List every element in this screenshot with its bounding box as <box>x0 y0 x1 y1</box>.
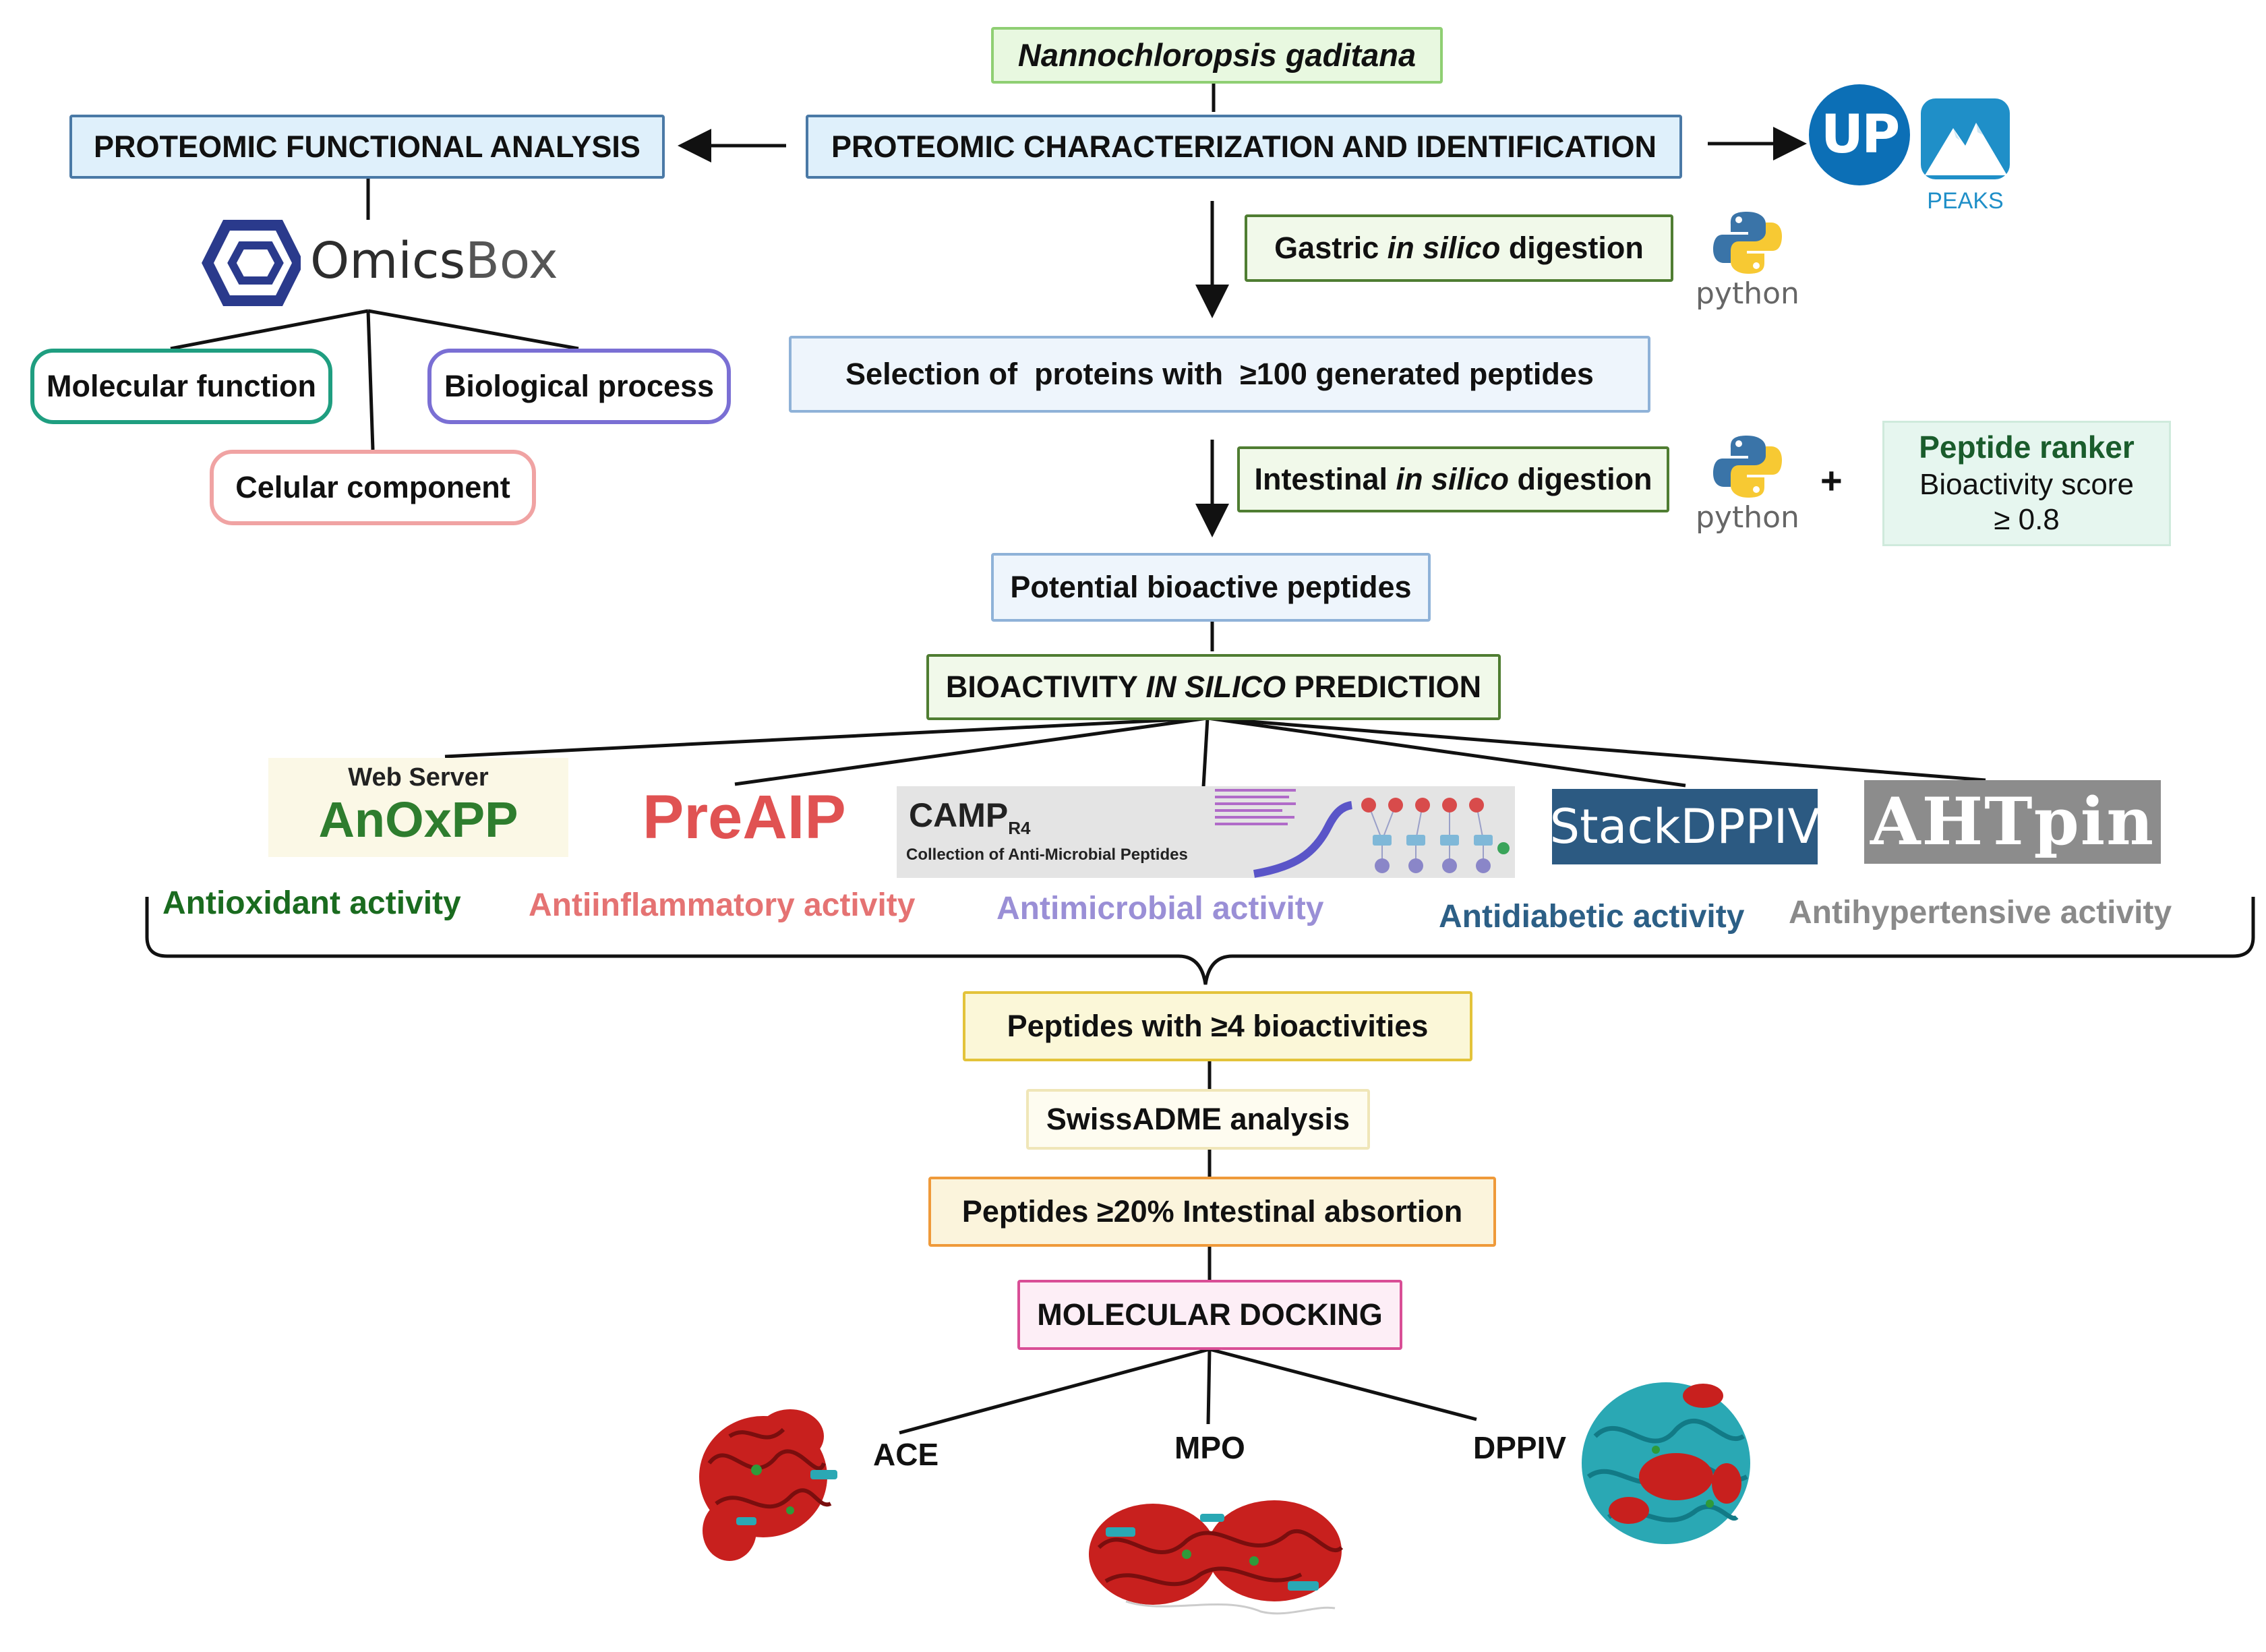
intestinal-italic: in silico <box>1396 462 1510 497</box>
intestinal-pre: Intestinal <box>1254 462 1396 497</box>
prediction-post: PREDICTION <box>1286 670 1482 705</box>
mpo-protein-structure <box>1089 1500 1344 1615</box>
organism-box: Nannochloropsis gaditana <box>991 27 1443 84</box>
camp-name: CAMP <box>909 796 1009 834</box>
stackdppiv-logo: StackDPPIV <box>1549 789 1820 864</box>
activity-antiinflammatory: Antiinflammatory activity <box>529 887 916 923</box>
gastric-post: digestion <box>1500 231 1644 266</box>
mountain-icon <box>1921 98 2010 179</box>
ranker-threshold: ≥ 0.8 <box>1994 503 2060 537</box>
uniprot-logo: UP <box>1809 84 1910 185</box>
intestinal-digestion-box: Intestinal in silico digestion <box>1237 446 1669 512</box>
ahtpin-logo: AHTpin <box>1864 780 2161 864</box>
activity-antimicrobial: Antimicrobial activity <box>996 891 1324 926</box>
multi-bioactivity-label: Peptides with ≥4 bioactivities <box>1007 1009 1429 1044</box>
python-icon <box>1713 212 1782 274</box>
peptide-ranker-box: Peptide ranker Bioactivity score ≥ 0.8 <box>1882 421 2171 546</box>
prediction-italic: IN SILICO <box>1145 670 1286 705</box>
anoxpp-subtitle: Web Server <box>348 763 489 792</box>
neural-network-icon <box>1215 789 1510 878</box>
python-icon <box>1713 436 1782 498</box>
swissadme-box: SwissADME analysis <box>1026 1089 1370 1150</box>
omicsbox-hexagon-icon <box>202 220 301 306</box>
omicsbox-label-part1: Omics <box>310 232 466 290</box>
docking-label: MOLECULAR DOCKING <box>1037 1297 1383 1332</box>
camp-subscript: R4 <box>1008 818 1031 838</box>
organism-label: Nannochloropsis gaditana <box>1017 37 1417 73</box>
potential-peptides-label: Potential bioactive peptides <box>1010 570 1412 605</box>
gastric-italic: in silico <box>1387 231 1501 266</box>
molecular-function-box: Molecular function <box>30 349 332 424</box>
camp-logo: CAMPR4 Collection of Anti-Microbial Pept… <box>897 786 1515 878</box>
camp-caption: Collection of Anti-Microbial Peptides <box>906 846 1188 864</box>
anoxpp-logo: Web Server AnOxPP <box>268 758 568 857</box>
biological-process-box: Biological process <box>427 349 731 424</box>
python-logo-intestinal: python <box>1696 433 1803 541</box>
intestinal-post: digestion <box>1509 462 1652 497</box>
activity-antioxidant: Antioxidant activity <box>162 885 461 921</box>
dppiv-protein-structure <box>1582 1382 1750 1544</box>
multi-bioactivity-box: Peptides with ≥4 bioactivities <box>963 991 1472 1061</box>
target-dppiv: DPPIV <box>1473 1430 1567 1465</box>
python-logo-gastric: python <box>1696 209 1803 317</box>
python-label-intestinal: python <box>1696 500 1799 535</box>
docking-box: MOLECULAR DOCKING <box>1017 1280 1402 1350</box>
activity-antidiabetic: Antidiabetic activity <box>1439 899 1745 935</box>
preaip-logo: PreAIP <box>643 783 846 852</box>
absorption-box: Peptides ≥20% Intestinal absortion <box>928 1177 1496 1247</box>
omicsbox-label-part2: Box <box>465 232 558 290</box>
selection-box: Selection of proteins with ≥100 generate… <box>789 336 1650 413</box>
characterization-box: PROTEOMIC CHARACTERIZATION AND IDENTIFIC… <box>806 115 1682 179</box>
ace-protein-structure <box>699 1409 837 1561</box>
absorption-label: Peptides ≥20% Intestinal absortion <box>961 1194 1463 1229</box>
peaks-label: PEAKS <box>1927 188 2004 214</box>
python-label-gastric: python <box>1696 276 1799 311</box>
target-mpo: MPO <box>1174 1430 1245 1465</box>
characterization-label: PROTEOMIC CHARACTERIZATION AND IDENTIFIC… <box>831 129 1657 164</box>
molecular-function-label: Molecular function <box>46 369 316 404</box>
cellular-component-label: Celular component <box>235 470 510 505</box>
ahtpin-name: AHTpin <box>1870 784 2155 860</box>
swissadme-label: SwissADME analysis <box>1046 1102 1350 1137</box>
prediction-box: BIOACTIVITY IN SILICO PREDICTION <box>926 654 1501 720</box>
uniprot-label: UP <box>1820 105 1901 165</box>
prediction-pre: BIOACTIVITY <box>945 670 1146 705</box>
activity-antihypertensive: Antihypertensive activity <box>1789 895 2172 931</box>
ranker-title: Peptide ranker <box>1919 430 2135 465</box>
target-ace: ACE <box>873 1437 939 1472</box>
gastric-pre: Gastric <box>1274 231 1388 266</box>
peaks-logo: PEAKS <box>1918 96 2012 217</box>
functional-analysis-box: PROTEOMIC FUNCTIONAL ANALYSIS <box>69 115 665 179</box>
ranker-score-label: Bioactivity score <box>1919 467 2134 501</box>
biological-process-label: Biological process <box>444 369 715 404</box>
cellular-component-box: Celular component <box>210 450 536 525</box>
stackdppiv-name: StackDPPIV <box>1549 798 1820 854</box>
potential-peptides-box: Potential bioactive peptides <box>991 553 1431 622</box>
plus-sign: + <box>1820 459 1843 502</box>
selection-label: Selection of proteins with ≥100 generate… <box>845 357 1594 392</box>
anoxpp-name: AnOxPP <box>318 792 518 848</box>
omicsbox-logo: OmicsBox <box>200 216 558 310</box>
gastric-digestion-box: Gastric in silico digestion <box>1245 214 1673 282</box>
functional-analysis-label: PROTEOMIC FUNCTIONAL ANALYSIS <box>94 129 640 164</box>
